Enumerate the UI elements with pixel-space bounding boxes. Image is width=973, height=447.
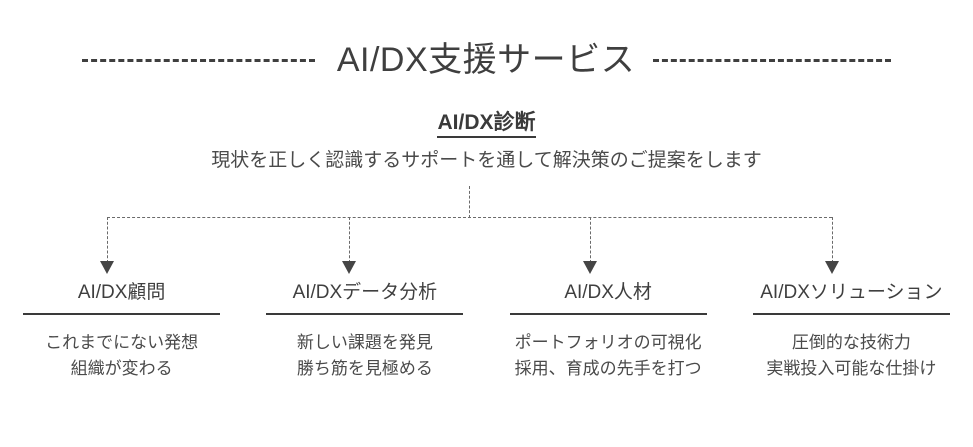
hero-heading: AI/DX診断 [0, 110, 973, 138]
page-title: AI/DX支援サービス [336, 41, 636, 79]
service-columns: AI/DX顧問 これまでにない発想 組織が変わる AI/DXデータ分析 新しい課… [0, 282, 973, 403]
connector-stem [469, 186, 470, 218]
service-column-rule [266, 312, 464, 315]
service-column-line: 新しい課題を発見 [296, 332, 433, 352]
service-column-heading: AI/DX人材 [564, 282, 652, 303]
service-column-heading: AI/DXデータ分析 [292, 282, 438, 303]
arrow-down-icon-4 [825, 261, 839, 274]
service-column-heading: AI/DXソリューション [760, 282, 943, 303]
connector-drop-2 [349, 217, 350, 263]
service-column-line: 採用、育成の先手を打つ [514, 359, 702, 379]
hero-heading-text: AI/DX診断 [437, 111, 536, 138]
service-column-talent: AI/DX人材 ポートフォリオの可視化 採用、育成の先手を打つ [487, 282, 730, 403]
connector-drop-3 [590, 217, 591, 263]
service-column-rule [23, 312, 221, 315]
connector-drop-4 [832, 217, 833, 263]
arrow-down-icon-3 [583, 261, 597, 274]
service-column-heading: AI/DX顧問 [77, 282, 166, 303]
arrow-down-icon-2 [342, 261, 356, 274]
service-column-line: これまでにない発想 [45, 332, 199, 352]
connector-tree [0, 186, 973, 281]
service-column-data-analysis: AI/DXデータ分析 新しい課題を発見 勝ち筋を見極める [243, 282, 486, 403]
arrow-down-icon-1 [100, 261, 114, 274]
title-row: AI/DX支援サービス [0, 38, 973, 82]
connector-horizontal-bar [107, 217, 832, 218]
service-column-solution: AI/DXソリューション 圧倒的な技術力 実戦投入可能な仕掛け [730, 282, 973, 403]
connector-drop-1 [107, 217, 108, 263]
service-column-rule [509, 312, 707, 315]
service-column-line: 実戦投入可能な仕掛け [766, 359, 937, 379]
service-column-line: ポートフォリオの可視化 [514, 332, 702, 352]
service-column-line: 組織が変わる [70, 359, 173, 379]
dashed-rule-right-icon [653, 58, 892, 62]
dashed-rule-left-icon [81, 58, 315, 62]
service-column-line: 勝ち筋を見極める [296, 359, 433, 379]
service-column-advisory: AI/DX顧問 これまでにない発想 組織が変わる [0, 282, 243, 403]
hero-description: 現状を正しく認識するサポートを通して解決策のご提案をします [211, 150, 762, 171]
service-column-line: 圧倒的な技術力 [791, 332, 911, 352]
service-column-rule [752, 312, 950, 315]
